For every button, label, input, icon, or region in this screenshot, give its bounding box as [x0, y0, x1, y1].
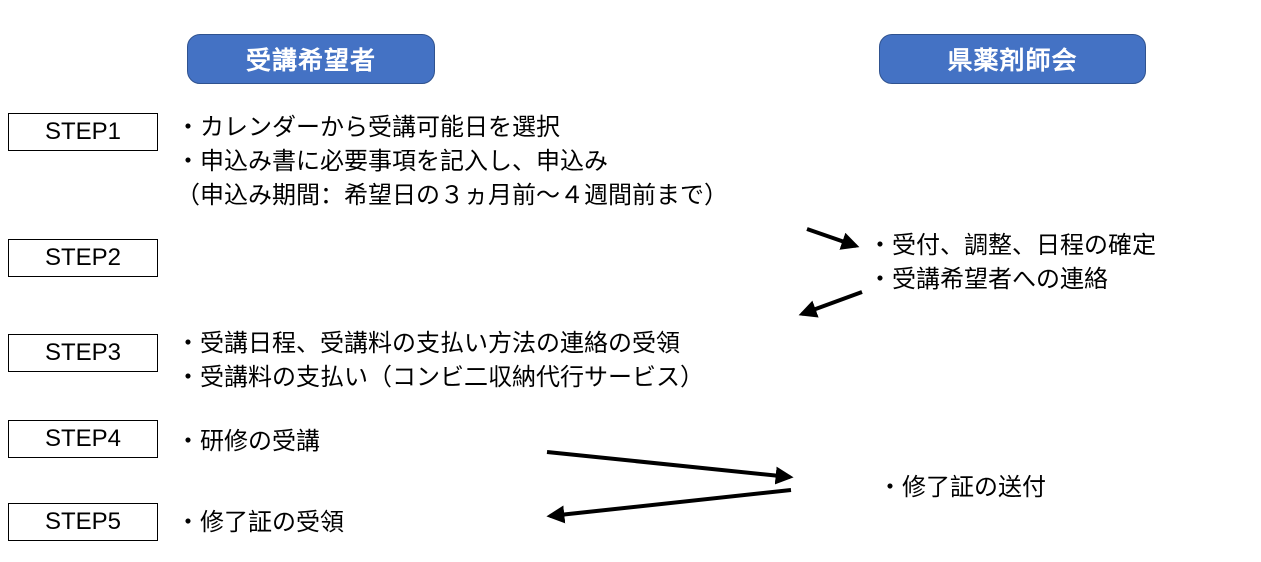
arrow-step1-to-association — [806, 227, 860, 250]
action-send-certificate: ・修了証の送付 — [878, 473, 1046, 501]
step5-box: STEP5 — [8, 503, 158, 541]
step3-label: STEP3 — [44, 339, 122, 366]
step3-box: STEP3 — [8, 334, 158, 372]
association-header: 県薬剤師会 — [879, 34, 1146, 84]
step5-action-receive-certificate: ・修了証の受領 — [176, 508, 344, 536]
arrow-step4-to-association — [546, 450, 794, 485]
step4-box: STEP4 — [8, 420, 158, 458]
step1-action-select-date: ・カレンダーから受講可能日を選択 — [176, 113, 560, 141]
arrow-association-to-step3 — [798, 290, 863, 318]
step1-application-period: （申込み期間：希望日の３ヵ月前～４週間前まで） — [176, 181, 728, 209]
applicant-header: 受講希望者 — [187, 34, 435, 84]
step2-action-confirm-schedule: ・受付、調整、日程の確定 — [868, 231, 1156, 259]
arrow-association-to-step5 — [546, 488, 792, 524]
step5-label: STEP5 — [44, 508, 122, 535]
step1-box: STEP1 — [8, 113, 158, 151]
step1-action-fill-form: ・申込み書に必要事項を記入し、申込み — [176, 147, 608, 175]
step2-label: STEP2 — [44, 244, 122, 271]
step4-action-attend: ・研修の受講 — [176, 427, 320, 455]
step1-label: STEP1 — [44, 118, 122, 145]
step3-action-receive-notice: ・受講日程、受講料の支払い方法の連絡の受領 — [176, 329, 680, 357]
step2-box: STEP2 — [8, 239, 158, 277]
step4-label: STEP4 — [44, 425, 122, 452]
step2-action-contact-applicant: ・受講希望者への連絡 — [868, 265, 1108, 293]
association-header-label: 県薬剤師会 — [947, 46, 1078, 75]
applicant-header-label: 受講希望者 — [245, 46, 376, 75]
step3-action-payment: ・受講料の支払い（コンビ二収納代行サービス） — [176, 363, 704, 391]
